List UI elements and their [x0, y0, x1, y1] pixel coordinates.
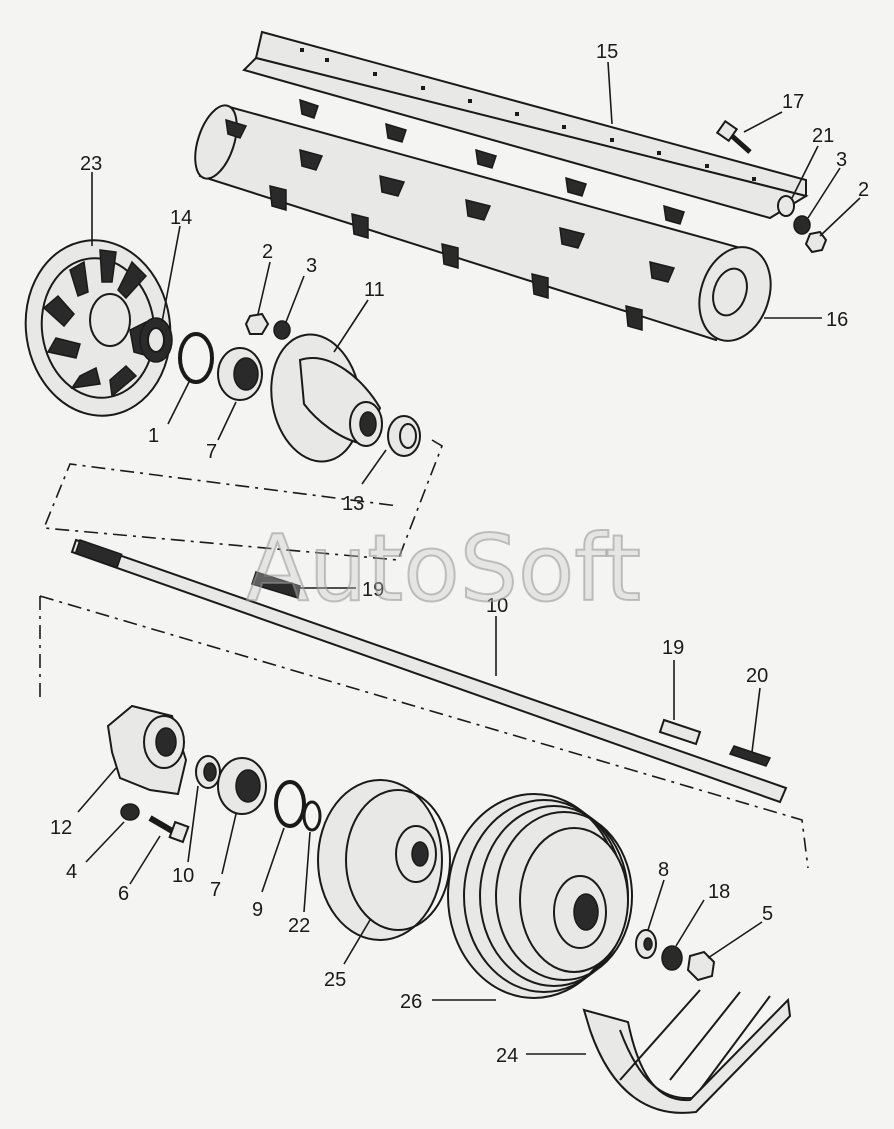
- part-1-snap-ring: [178, 332, 214, 384]
- label-19-right: 19: [662, 637, 684, 659]
- part-13-bushing: [387, 415, 421, 457]
- label-22: 22: [288, 915, 310, 937]
- part-2-nut-middle: [244, 312, 270, 335]
- label-18: 18: [708, 881, 730, 903]
- label-13: 13: [342, 493, 364, 515]
- part-16-drum: [194, 98, 772, 342]
- part-8-washer: [635, 929, 657, 959]
- label-23: 23: [80, 153, 102, 175]
- part-26-multigroove-pulley: [447, 793, 633, 999]
- label-3-middle: 3: [306, 255, 317, 277]
- part-20-key: [728, 745, 772, 767]
- label-1: 1: [148, 425, 159, 447]
- label-6: 6: [118, 883, 129, 905]
- part-12-housing: [106, 704, 188, 796]
- part-18-lockwasher: [661, 945, 683, 971]
- part-2-nut-upper: [804, 230, 828, 254]
- label-14: 14: [170, 207, 192, 229]
- part-6-bolt: [148, 815, 190, 844]
- label-21: 21: [812, 125, 834, 147]
- assembly-outline-lower: [39, 595, 809, 869]
- label-5: 5: [762, 903, 773, 925]
- callout-labels: 15 17 21 3 2 23 14 2 3 11 16 1 7 13 19 1…: [50, 41, 869, 1067]
- part-14-seal: [139, 317, 173, 363]
- part-10-spacer: [195, 755, 221, 789]
- label-12: 12: [50, 817, 72, 839]
- part-3-lockwasher-upper: [793, 215, 811, 235]
- label-10-spacer: 10: [172, 865, 194, 887]
- label-7-lower: 7: [210, 879, 221, 901]
- part-5-nut: [686, 950, 716, 982]
- part-7-bearing-upper: [217, 347, 263, 401]
- label-26: 26: [400, 991, 422, 1013]
- part-24-belt: [582, 989, 792, 1114]
- assembly-outline-upper: [42, 439, 443, 561]
- label-15: 15: [596, 41, 618, 63]
- part-9-seal-ring: [274, 780, 306, 828]
- part-21-washer: [777, 195, 795, 217]
- part-17-bolt: [715, 119, 752, 154]
- part-10-shaft: [70, 538, 788, 804]
- part-15-stripper-bar: [242, 30, 809, 220]
- label-16: 16: [826, 309, 848, 331]
- label-7-upper: 7: [206, 441, 217, 463]
- label-3-upper: 3: [836, 149, 847, 171]
- label-25: 25: [324, 969, 346, 991]
- label-8: 8: [658, 859, 669, 881]
- watermark-text: AutoSoft: [246, 515, 641, 622]
- part-25-pulley: [317, 779, 451, 941]
- label-19-left: 19: [362, 579, 384, 601]
- label-24: 24: [496, 1045, 518, 1067]
- label-4: 4: [66, 861, 77, 883]
- part-3-lockwasher-middle: [273, 320, 291, 340]
- part-22-ring: [302, 800, 322, 832]
- part-7-bearing-lower: [217, 757, 267, 815]
- label-2-middle: 2: [262, 241, 273, 263]
- part-23-disc: [24, 239, 172, 417]
- label-9: 9: [252, 899, 263, 921]
- part-11-hub: [270, 333, 383, 463]
- label-2-upper: 2: [858, 179, 869, 201]
- part-4-washer: [120, 803, 140, 821]
- label-10-shaft: 10: [486, 595, 508, 617]
- label-11: 11: [364, 279, 385, 301]
- part-19-key-right: [658, 718, 702, 746]
- label-20: 20: [746, 665, 768, 687]
- label-17: 17: [782, 91, 804, 113]
- leader-lines: [77, 61, 861, 1055]
